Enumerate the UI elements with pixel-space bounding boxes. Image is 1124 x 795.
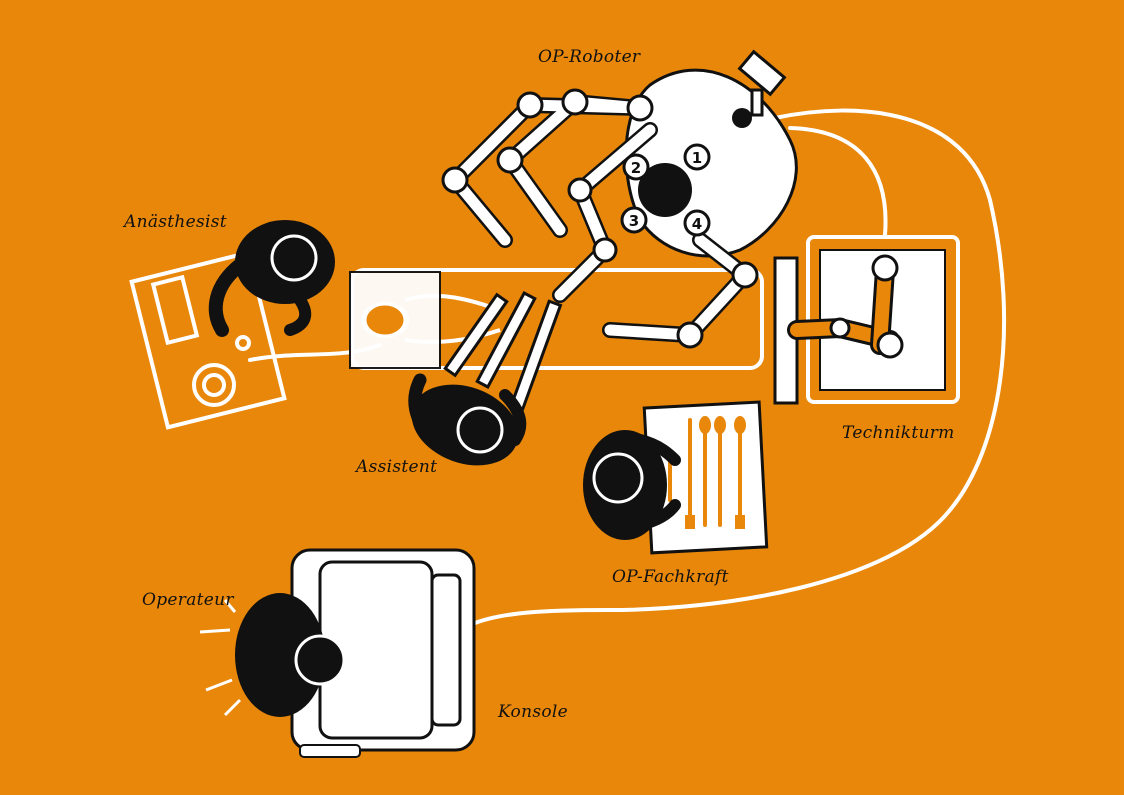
label-tech-tower: Technikturm [842, 423, 955, 443]
monitor-tower-icon [773, 235, 960, 405]
label-scrub-nurse: OP-Fachkraft [612, 567, 729, 587]
label-anesthetist: Anästhesist [124, 212, 227, 232]
surgical-robot-icon: 1 2 3 4 [441, 49, 798, 411]
instrument-tray-icon [642, 400, 769, 555]
robot-port-markers: 1 2 3 4 [620, 143, 711, 237]
anesthesia-machine-icon [129, 250, 287, 430]
label-console: Konsole [498, 702, 568, 722]
label-robot: OP-Roboter [538, 47, 641, 67]
robot-port-3: 3 [629, 212, 639, 230]
assistant-figure [408, 373, 527, 466]
anesthetist-figure [208, 220, 335, 337]
robot-port-2: 2 [631, 159, 641, 177]
operator-figure [199, 593, 346, 717]
cable-robot-tower [788, 126, 888, 237]
patient-icon [349, 268, 764, 370]
scrub-nurse-figure [583, 430, 681, 540]
cable-robot-console [468, 108, 1007, 627]
surgeon-console-icon [290, 548, 476, 758]
robot-port-1: 1 [692, 149, 702, 167]
label-assistant: Assistent [356, 457, 438, 477]
label-operator: Operateur [142, 590, 234, 610]
robot-port-4: 4 [692, 215, 702, 233]
